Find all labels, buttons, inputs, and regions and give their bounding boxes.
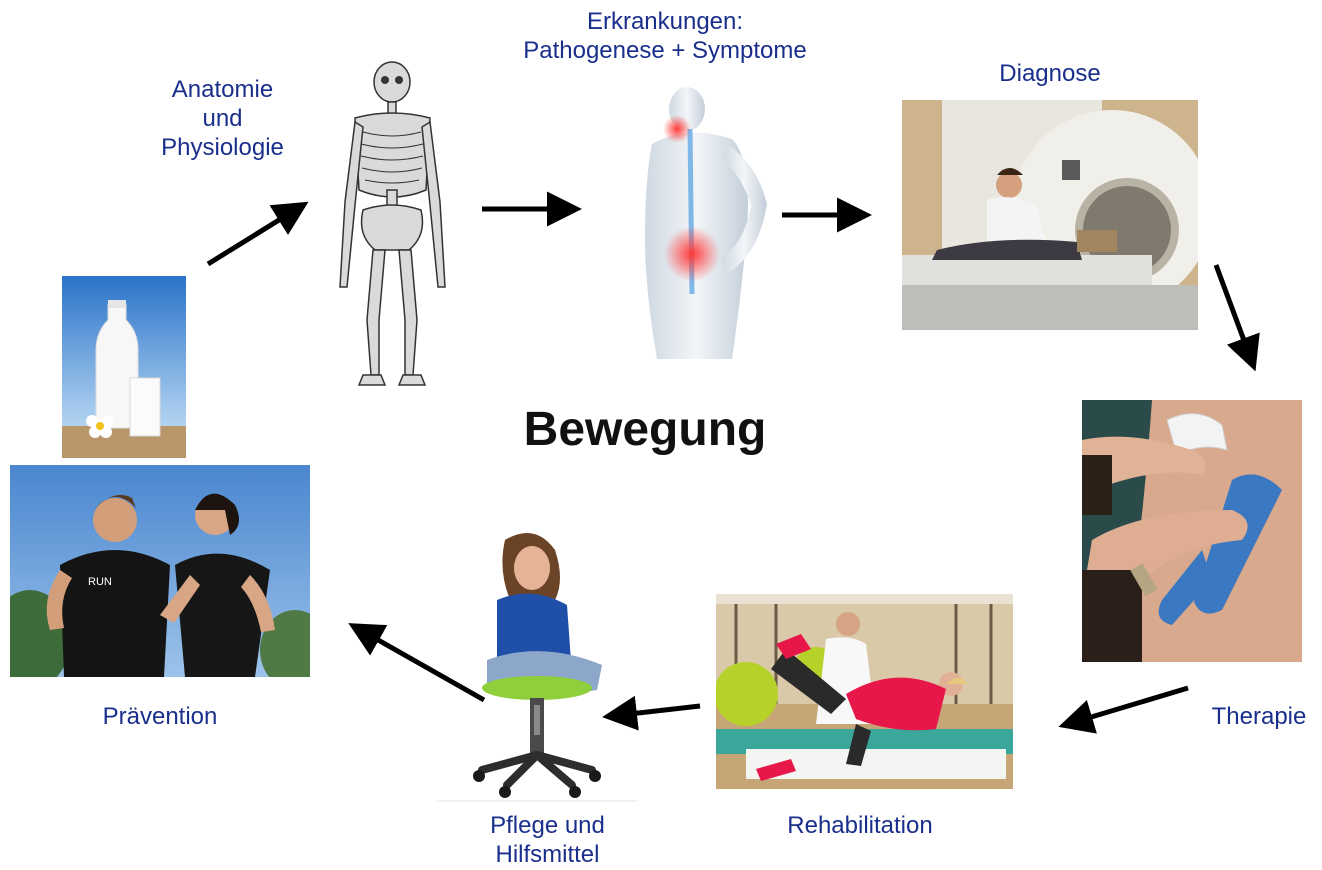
arrow-therapy-to-rehabilitation [1058,685,1189,734]
care-chair-photo [437,530,637,802]
label-care-line2: Hilfsmittel [495,840,600,868]
arrow-care-to-prevention [348,623,486,703]
label-diagnosis: Diagnose [999,60,1101,87]
label-anatomy: Anatomie und Physiologie [140,76,305,162]
label-anatomy-text: Anatomie und Physiologie [161,76,284,161]
arrow-prevention-to-anatomy [206,201,309,267]
runners-photo: RUN [10,465,310,677]
runner-shirt-print: RUN [88,576,112,588]
arrow-rehabilitation-to-care [602,695,701,731]
center-title: Bewegung [523,403,767,456]
milk-photo [62,276,186,458]
label-disease-line1: Erkrankungen: [586,8,744,35]
label-care: Pflege und Hilfsmittel [455,812,640,870]
label-rehabilitation: Rehabilitation [787,812,933,839]
back-pain-illustration [632,84,777,364]
label-disease-line2: Pathogenese + Symptome [523,36,807,64]
label-care-line1: Pflege und [490,812,605,839]
label-disease: Erkrankungen: Pathogenese + Symptome [480,8,850,66]
arrow-diagnosis-to-therapy [1213,264,1260,372]
label-therapy: Therapie [1211,703,1307,730]
skeleton-illustration [335,60,450,395]
rehabilitation-photo [716,594,1013,789]
mri-photo [902,100,1198,330]
therapy-tape-photo [1082,400,1302,662]
label-prevention: Prävention [102,703,218,730]
